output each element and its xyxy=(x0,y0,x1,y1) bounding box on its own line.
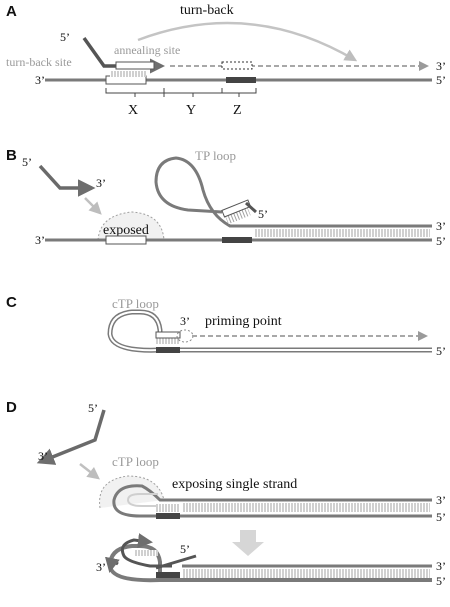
d-lower-dark-region xyxy=(156,572,180,578)
exposed-site-box xyxy=(105,235,147,245)
ctp-dark-region xyxy=(156,347,180,353)
d-approach-arrow xyxy=(79,463,100,480)
exposed-label: exposed xyxy=(103,223,149,238)
d-upper-loop-strand xyxy=(112,484,432,518)
d-lower-five-prime-mid: 5’ xyxy=(180,542,190,556)
tp-loop-end xyxy=(244,201,258,214)
upper-b-three-prime: 3’ xyxy=(436,219,446,233)
ctp-loop-label: cTP loop xyxy=(112,296,159,311)
ctp-hatch xyxy=(156,336,180,344)
exposing-dome xyxy=(99,475,165,509)
bracket-y xyxy=(163,88,222,97)
d-upper-five-prime: 5’ xyxy=(436,510,446,524)
z-region-dark-b xyxy=(222,237,252,243)
primer-five-prime: 5’ xyxy=(60,30,70,44)
region-y-label: Y xyxy=(186,103,196,118)
upper-b-five-prime: 5’ xyxy=(436,234,446,248)
panel-c-letter: C xyxy=(6,294,17,311)
z-region-extension-box xyxy=(221,61,253,70)
turn-back-site-box xyxy=(105,75,147,85)
d-lower-flap xyxy=(155,554,197,570)
panel-a: A turn-back 5’ turn-back site annealing … xyxy=(6,3,446,118)
z-region-dark xyxy=(226,77,256,83)
panel-d: D 5’ 3’ cTP loop exposing single strand … xyxy=(6,399,446,588)
template-three-prime: 3’ xyxy=(35,73,45,87)
extension-three-prime: 3’ xyxy=(436,59,446,73)
turn-back-arc-arrow xyxy=(137,21,358,62)
free-primer-five-prime: 5’ xyxy=(22,155,32,169)
d-lower-loop-hatch xyxy=(134,550,158,556)
template-b-three-prime: 3’ xyxy=(35,233,45,247)
tp-loop-hatch xyxy=(225,207,251,225)
transition-down-arrow xyxy=(232,530,264,556)
d-lower-three-prime-left: 3’ xyxy=(96,560,106,574)
tp-loop-site-box xyxy=(221,199,252,218)
displaced-three-prime: 3’ xyxy=(38,449,48,463)
d-ctp-loop-label: cTP loop xyxy=(112,454,159,469)
ctp-loop-inner xyxy=(108,311,432,352)
d-upper-three-prime: 3’ xyxy=(436,493,446,507)
tp-loop-five-prime: 5’ xyxy=(258,207,268,221)
free-primer xyxy=(38,164,96,197)
c-three-prime: 3’ xyxy=(180,314,190,328)
free-primer-three-prime: 3’ xyxy=(96,176,106,190)
displaced-five-prime: 5’ xyxy=(88,401,98,415)
tp-loop-strand xyxy=(154,156,432,228)
ctp-site-box xyxy=(155,331,181,339)
region-z-label: Z xyxy=(233,103,242,118)
template-five-prime: 5’ xyxy=(436,73,446,87)
panel-d-letter: D xyxy=(6,399,17,416)
priming-point-label: priming point xyxy=(205,314,282,329)
bracket-z xyxy=(221,88,257,97)
d-inner-loop xyxy=(126,493,160,507)
exposed-region-dome xyxy=(97,211,165,241)
base-pair-hatch xyxy=(110,71,146,77)
annealing-site-label: annealing site xyxy=(114,43,180,57)
approach-arrow xyxy=(84,197,102,215)
c-five-prime: 5’ xyxy=(436,344,446,358)
d-lower-left-arrow xyxy=(105,556,120,573)
panel-a-letter: A xyxy=(6,3,17,20)
region-x-label: X xyxy=(128,103,138,118)
d-lower-new-strand xyxy=(120,533,172,568)
duplex-hatch-b xyxy=(254,229,430,237)
panel-c: C cTP loop 3’ priming point 5’ xyxy=(6,294,446,358)
d-upper-site-hatch xyxy=(156,504,180,512)
displaced-strand xyxy=(36,409,106,465)
d-upper-duplex-hatch xyxy=(182,503,430,512)
turn-back-site-label: turn-back site xyxy=(6,55,72,69)
turn-back-label: turn-back xyxy=(180,3,234,18)
panel-b: B 5’ 3’ exposed TP loop 5’ 3’ 3’ 5’ xyxy=(6,147,446,248)
d-upper-dark-region xyxy=(156,513,180,519)
d-lower-duplex-hatch xyxy=(182,569,430,578)
panel-b-letter: B xyxy=(6,147,17,164)
d-lower-five-prime: 5’ xyxy=(436,574,446,588)
d-lower-three-prime: 3’ xyxy=(436,559,446,573)
annealing-site-box xyxy=(115,61,155,70)
exposing-label: exposing single strand xyxy=(172,477,297,492)
tp-loop-label: TP loop xyxy=(195,148,236,163)
